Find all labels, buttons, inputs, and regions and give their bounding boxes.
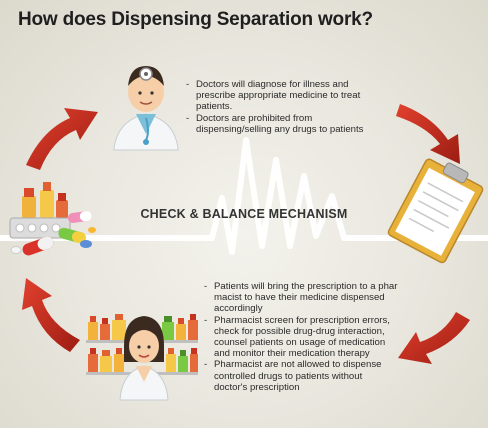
doctor-note: Doctors will diagnose for illness and pr…	[184, 79, 370, 113]
pharmacist-notes: Patients will bring the prescription to …	[202, 281, 398, 393]
cycle-arrow-icon	[26, 108, 98, 170]
pharmacist-note: Pharmacist are not allowed to dispense c…	[202, 359, 398, 393]
pharmacist-note: Patients will bring the prescription to …	[202, 281, 398, 315]
page-title: How does Dispensing Separation work?	[18, 9, 373, 30]
center-label: CHECK & BALANCE MECHANISM	[140, 207, 348, 221]
doctor-note: Doctors are prohibited from dispensing/s…	[184, 113, 370, 135]
cycle-arrow-icon	[398, 312, 470, 364]
doctor-notes: Doctors will diagnose for illness and pr…	[184, 79, 370, 135]
pharmacist-note: Pharmacist screen for prescription error…	[202, 315, 398, 360]
cycle-arrow-icon	[22, 278, 80, 352]
cycle-arrow-icon	[396, 104, 460, 164]
